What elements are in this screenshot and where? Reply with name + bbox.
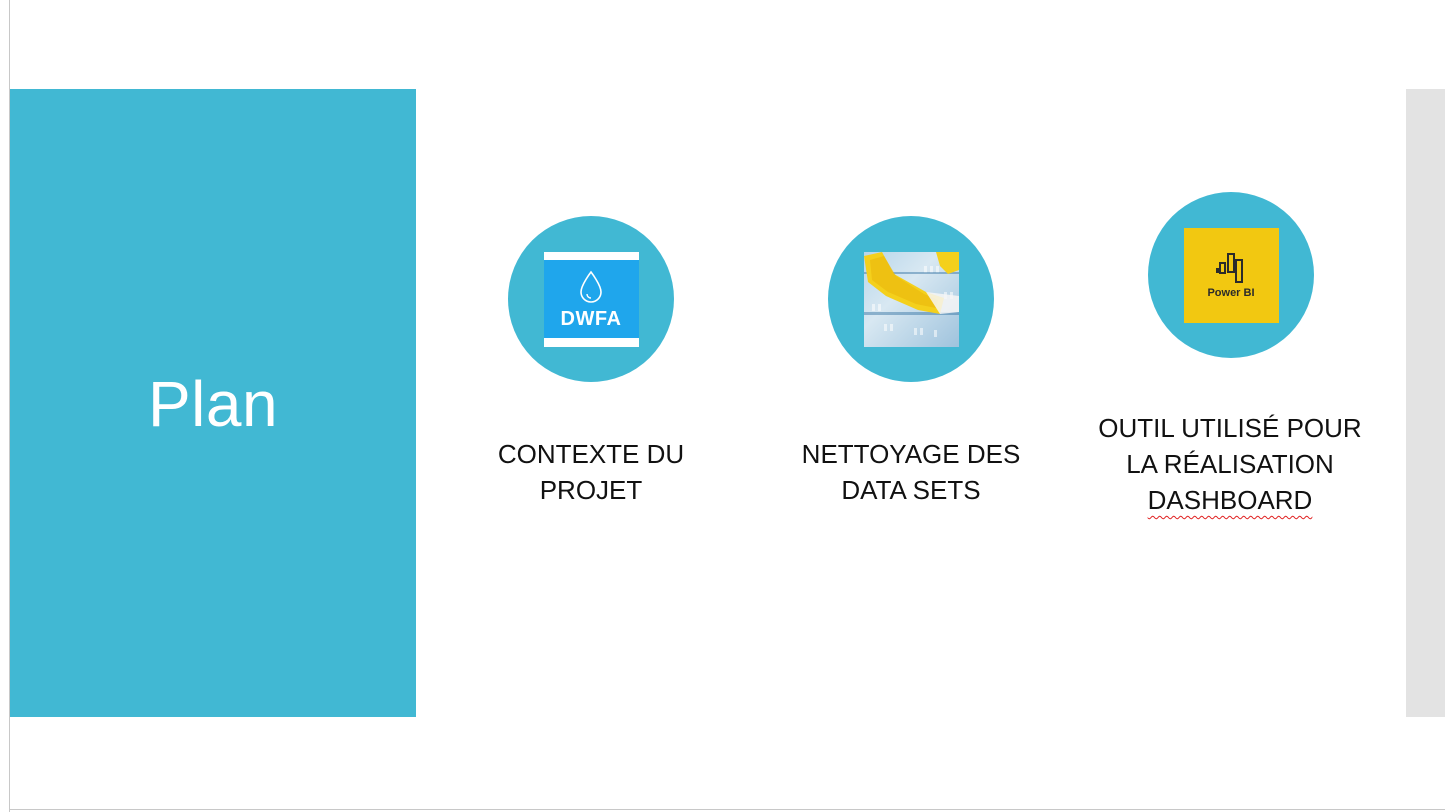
power-bi-logo-icon: Power BI xyxy=(1183,227,1279,323)
dwfa-logo-icon: DWFA xyxy=(543,251,639,347)
item-label-line: DATA SETS xyxy=(841,475,981,505)
power-bi-bars-icon xyxy=(1216,253,1243,283)
item-circle-tool[interactable]: Power BI xyxy=(1148,192,1314,358)
dwfa-logo-text: DWFA xyxy=(560,307,622,330)
item-label-line: NETTOYAGE DES xyxy=(801,439,1021,469)
water-drop-icon xyxy=(580,270,602,303)
item-label-tool[interactable]: OUTIL UTILISÉ POUR LA RÉALISATION DASHBO… xyxy=(1080,410,1380,518)
item-label-line: PROJET xyxy=(539,475,643,505)
item-label-context[interactable]: CONTEXTE DU PROJET xyxy=(460,436,722,508)
item-label-line: DASHBOARD xyxy=(1080,482,1380,518)
item-label-line: CONTEXTE DU xyxy=(497,439,685,469)
item-circle-context[interactable]: DWFA xyxy=(508,216,674,382)
power-bi-logo-text: Power BI xyxy=(1207,287,1255,299)
spellcheck-underlined-word[interactable]: DASHBOARD xyxy=(1147,485,1313,515)
data-cleaning-glove-icon xyxy=(863,251,959,347)
item-label-line: OUTIL UTILISÉ POUR xyxy=(1098,413,1362,443)
item-label-cleaning[interactable]: NETTOYAGE DES DATA SETS xyxy=(780,436,1042,508)
canvas-bottom-edge xyxy=(9,809,1445,810)
dwfa-logo-badge: DWFA xyxy=(543,260,639,338)
canvas-left-edge xyxy=(9,0,10,812)
title-panel[interactable]: Plan xyxy=(10,89,416,717)
slide-title[interactable]: Plan xyxy=(147,368,279,440)
cleaning-glove-picture xyxy=(863,251,959,337)
item-circle-cleaning[interactable] xyxy=(828,216,994,382)
right-side-panel xyxy=(1406,89,1445,717)
item-label-line: LA RÉALISATION xyxy=(1126,449,1334,479)
